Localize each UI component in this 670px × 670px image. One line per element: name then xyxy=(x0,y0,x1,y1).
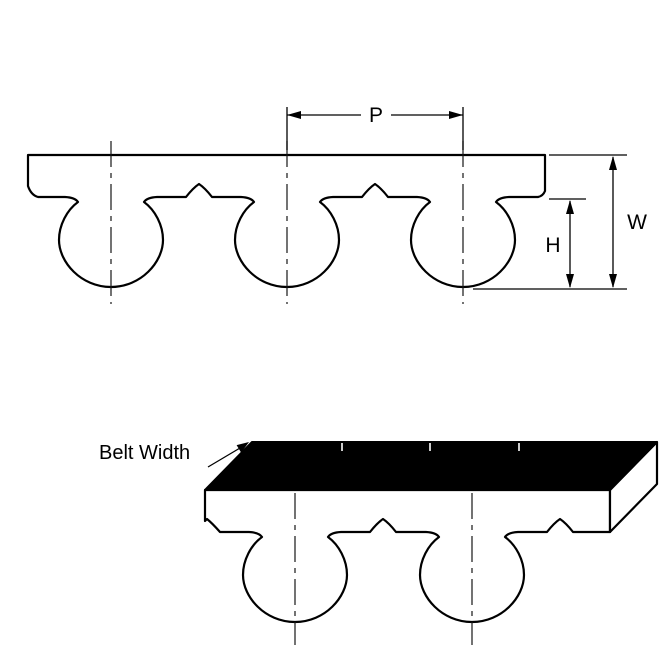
profile-view: P W H xyxy=(26,104,647,304)
pitch-dimension: P xyxy=(286,104,464,150)
pitch-label: P xyxy=(369,104,383,127)
belt-3d-front-face xyxy=(203,488,612,624)
arrow-left-icon xyxy=(287,111,301,119)
belt-width-label: Belt Width xyxy=(99,442,190,464)
arrow-down-icon xyxy=(609,274,617,288)
belt-width-callout: Belt Width xyxy=(99,442,249,468)
tooth-centerlines xyxy=(110,141,464,304)
arrow-up-icon xyxy=(609,156,617,170)
width-dimension: W xyxy=(473,154,647,290)
arrow-right-icon xyxy=(449,111,463,119)
height-dimension: H xyxy=(545,198,586,288)
belt-width-leader-line xyxy=(207,447,241,468)
width-label: W xyxy=(627,211,647,234)
height-label: H xyxy=(545,234,560,257)
arrow-up-right-icon xyxy=(236,442,249,453)
tooth-centerlines-3d xyxy=(294,493,473,645)
arrow-down-icon xyxy=(566,274,574,288)
far-edge-tooth-marks xyxy=(341,443,520,451)
belt-3d-top-surface xyxy=(204,441,658,491)
perspective-view: Belt Width xyxy=(99,440,659,645)
arrow-up-icon xyxy=(566,200,574,214)
